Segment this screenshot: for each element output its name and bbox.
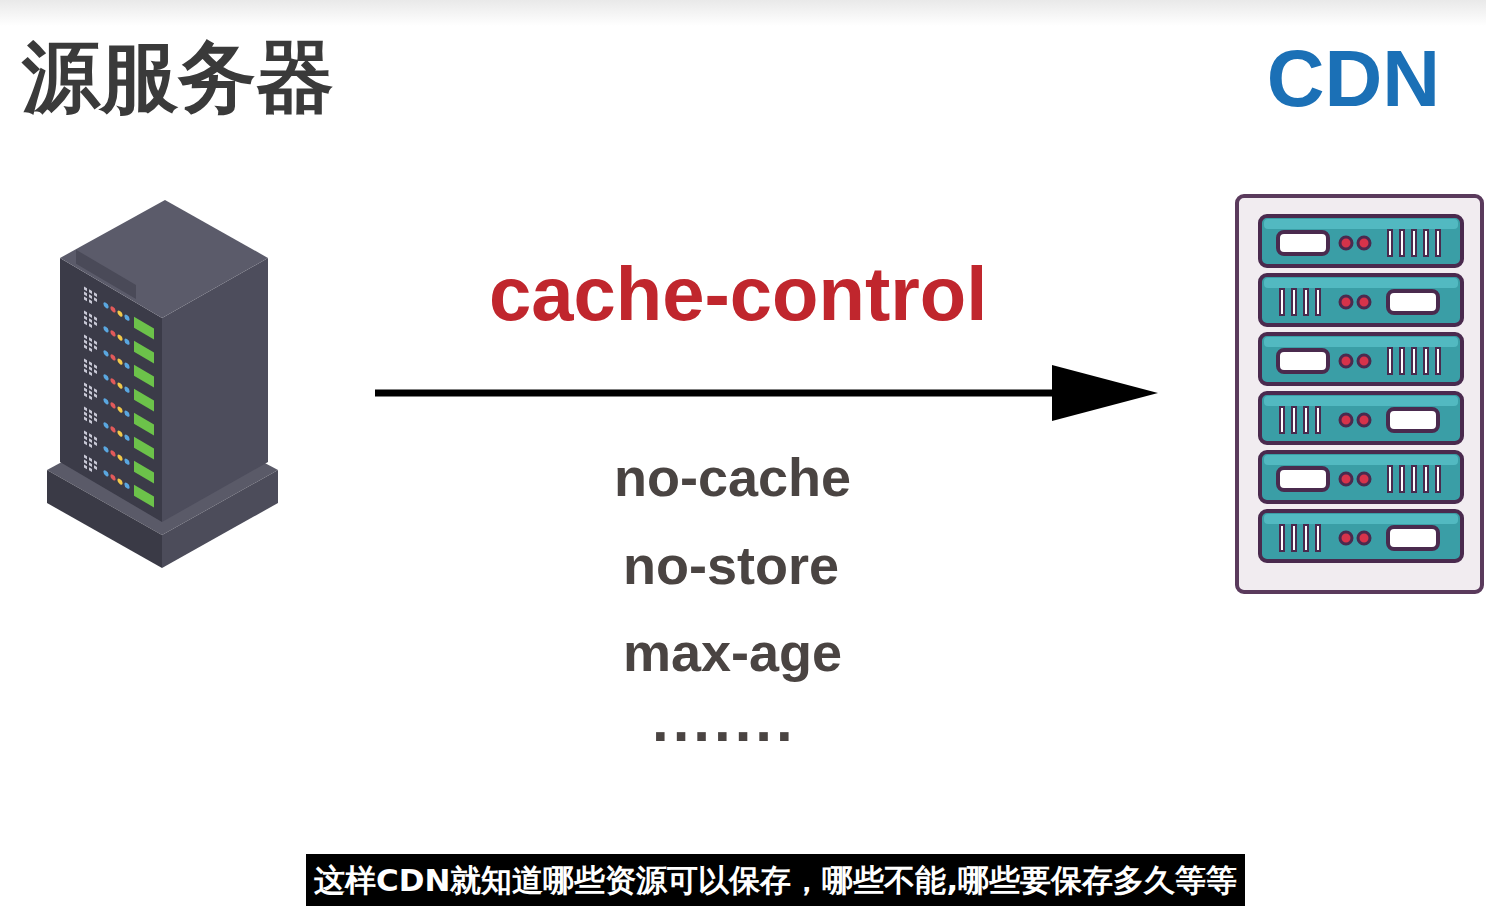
server-node: CDN [1162, 35, 1482, 600]
origin-server-illustration [84, 286, 154, 340]
origin-server-illustration [76, 250, 136, 299]
origin-server-illustration [47, 200, 278, 568]
arrow-line [375, 390, 1058, 397]
server-heading: CDN [1267, 35, 1440, 123]
directive-label: no-cache [614, 448, 851, 507]
cdn-rack-illustration [1260, 511, 1462, 561]
cdn-rack-illustration [1237, 196, 1482, 592]
origin-server-illustration [84, 430, 154, 484]
cdn-rack-illustration [1260, 216, 1462, 266]
edge-label: cache-control [489, 252, 987, 336]
origin-server-illustration [84, 406, 154, 460]
subtitle-caption: 这样CDN就知道哪些资源可以保存，哪些不能,哪些要保存多久等等 [306, 854, 1245, 906]
cdn-rack-illustration [1260, 393, 1462, 443]
arrow-head [1052, 365, 1158, 421]
origin-server-illustration [84, 358, 154, 412]
directive-label: ....... [652, 688, 797, 754]
cdn-rack-illustration [1260, 334, 1462, 384]
origin-server-illustration [84, 382, 154, 436]
directive-label: max-age [623, 623, 842, 682]
origin-server-illustration [84, 310, 154, 364]
cdn-rack-illustration [1260, 452, 1462, 502]
origin-server-illustration [76, 250, 154, 509]
origin-server-illustration [84, 454, 154, 508]
arrow-connector [375, 365, 1158, 421]
server-node: 源服务器 [20, 35, 372, 575]
server-heading: 源服务器 [22, 35, 334, 121]
cdn-rack-illustration [1260, 275, 1462, 325]
cdn-rack-illustration [1237, 196, 1482, 592]
background [0, 0, 1486, 26]
origin-server-illustration [84, 334, 154, 388]
origin-server-illustration [60, 200, 268, 318]
directive-label: no-store [623, 536, 839, 595]
